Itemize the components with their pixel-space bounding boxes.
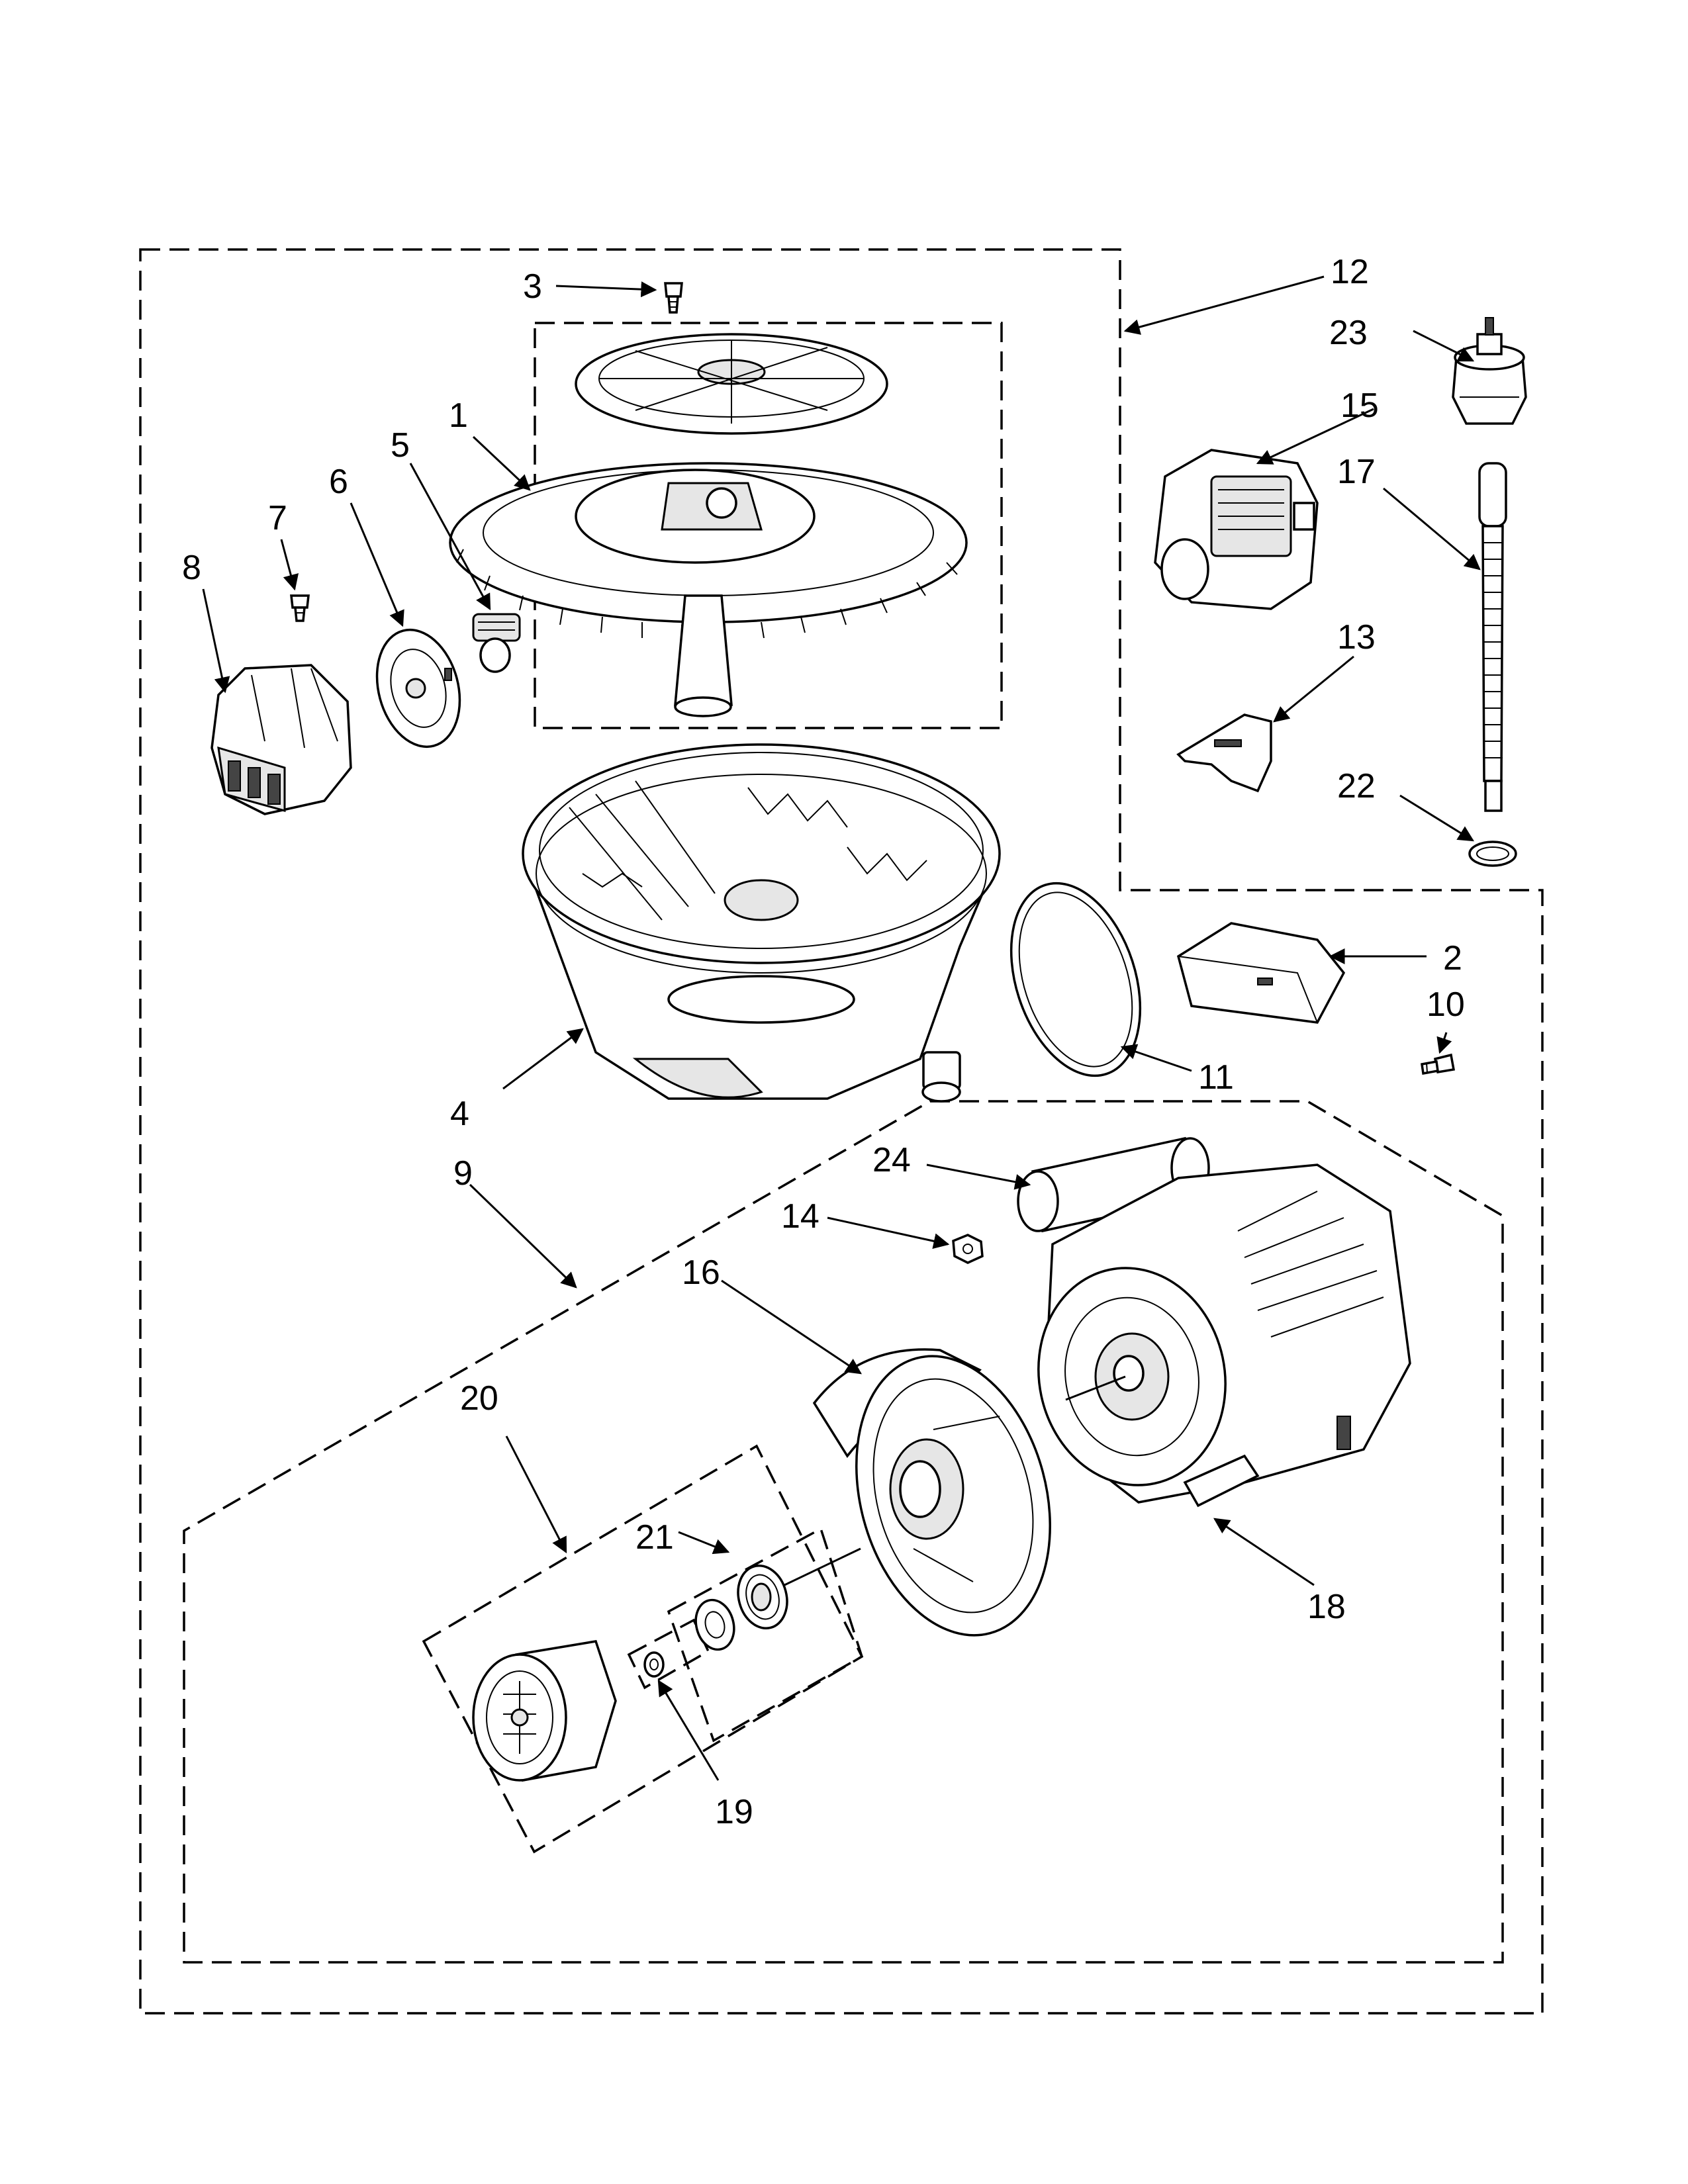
motor-part-18: [1037, 1163, 1411, 1508]
callout-14: 14: [781, 1197, 820, 1236]
seal-kit-boundary-inner: [627, 1618, 710, 1690]
callout-8: 8: [182, 549, 201, 587]
cover-part-2: [1176, 922, 1346, 1024]
outer-group-boundary: [139, 248, 1544, 2015]
callout-21: 21: [635, 1518, 674, 1557]
callout-4: 4: [450, 1095, 469, 1133]
seal-kit-boundary-21: [667, 1527, 864, 1743]
impeller-part-20: [472, 1640, 617, 1782]
callout-24: 24: [872, 1141, 911, 1179]
clamp-part-22: [1468, 841, 1517, 867]
gasket-part-11: [1009, 882, 1142, 1077]
nut-part-14: [952, 1234, 984, 1264]
seal-kit-boundary-outer: [422, 1444, 864, 1854]
washer-part-19: [643, 1651, 665, 1678]
callout-11: 11: [1198, 1058, 1234, 1097]
pump-motor-assembly-boundary: [183, 1100, 1504, 1964]
seal-part-21: [694, 1564, 788, 1651]
callout-18: 18: [1307, 1588, 1346, 1626]
callout-3: 3: [523, 267, 542, 306]
callout-5: 5: [391, 426, 410, 465]
callout-19: 19: [715, 1793, 753, 1831]
disk-part-6: [375, 628, 461, 749]
callout-17: 17: [1337, 453, 1376, 491]
pump-housing-part-16: [812, 1348, 1051, 1637]
callout-6: 6: [329, 463, 348, 501]
callout-10: 10: [1427, 985, 1465, 1024]
callout-22: 22: [1337, 767, 1376, 805]
sump-part-4: [522, 743, 1001, 1103]
callout-1: 1: [449, 396, 468, 435]
impeller-assembly-boundary: [534, 322, 1003, 729]
callout-16: 16: [682, 1253, 720, 1292]
leader-lines: [202, 275, 1481, 1781]
callout-23: 23: [1329, 314, 1368, 352]
filter-tab-part-5: [472, 613, 521, 673]
callout-labels: 3 1 5 6 7 8 4 9 12 23 15 17 13 22 2 10 1…: [182, 253, 1465, 1831]
callout-12: 12: [1331, 253, 1369, 291]
diverter-motor-part-15: [1154, 449, 1319, 610]
housing-part-8: [211, 664, 352, 815]
callout-2: 2: [1443, 939, 1462, 978]
screw-part-10: [1421, 1053, 1456, 1075]
callout-9: 9: [453, 1154, 473, 1193]
valve-part-23: [1452, 317, 1527, 425]
impeller-assembly-part-1: [449, 333, 968, 717]
callout-7: 7: [268, 499, 287, 537]
screw-part-7: [290, 594, 310, 622]
callout-20: 20: [460, 1379, 498, 1418]
bracket-part-13: [1176, 713, 1272, 793]
callout-13: 13: [1337, 618, 1376, 657]
callout-15: 15: [1340, 387, 1379, 425]
screw-part-3: [664, 282, 683, 314]
hose-part-17: [1478, 462, 1507, 812]
